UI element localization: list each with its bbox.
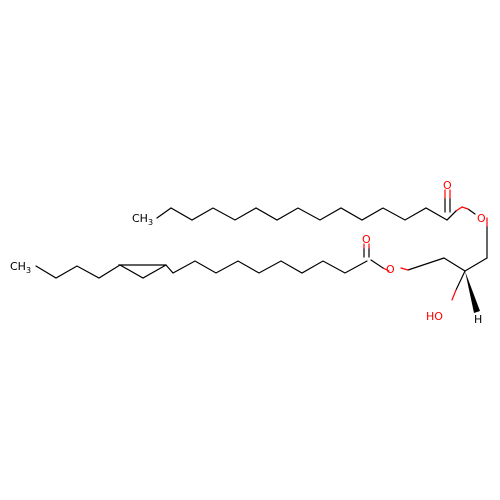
stereo-hydrogen-label: H [474, 313, 482, 326]
oxygen-ester-top: O [477, 212, 486, 225]
upper-ester-linkage [461, 206, 488, 259]
atom-labels: CH3 CH3 O O O O HO H [10, 179, 486, 326]
middle-ester-linkage [363, 243, 390, 272]
stereo-wedge [465, 271, 480, 313]
methyl-label-top: CH3 [132, 212, 153, 227]
glycerol-backbone [400, 257, 488, 313]
oxygen-carbonyl-top: O [443, 179, 452, 192]
hydroxyl-label: HO [426, 310, 443, 323]
methyl-label-left: CH3 [10, 260, 31, 275]
oxygen-carbonyl-middle: O [362, 233, 371, 246]
oxygen-ester-middle: O [386, 263, 395, 276]
lower-acyl-chain [35, 260, 368, 279]
upper-acyl-chain [156, 189, 463, 221]
